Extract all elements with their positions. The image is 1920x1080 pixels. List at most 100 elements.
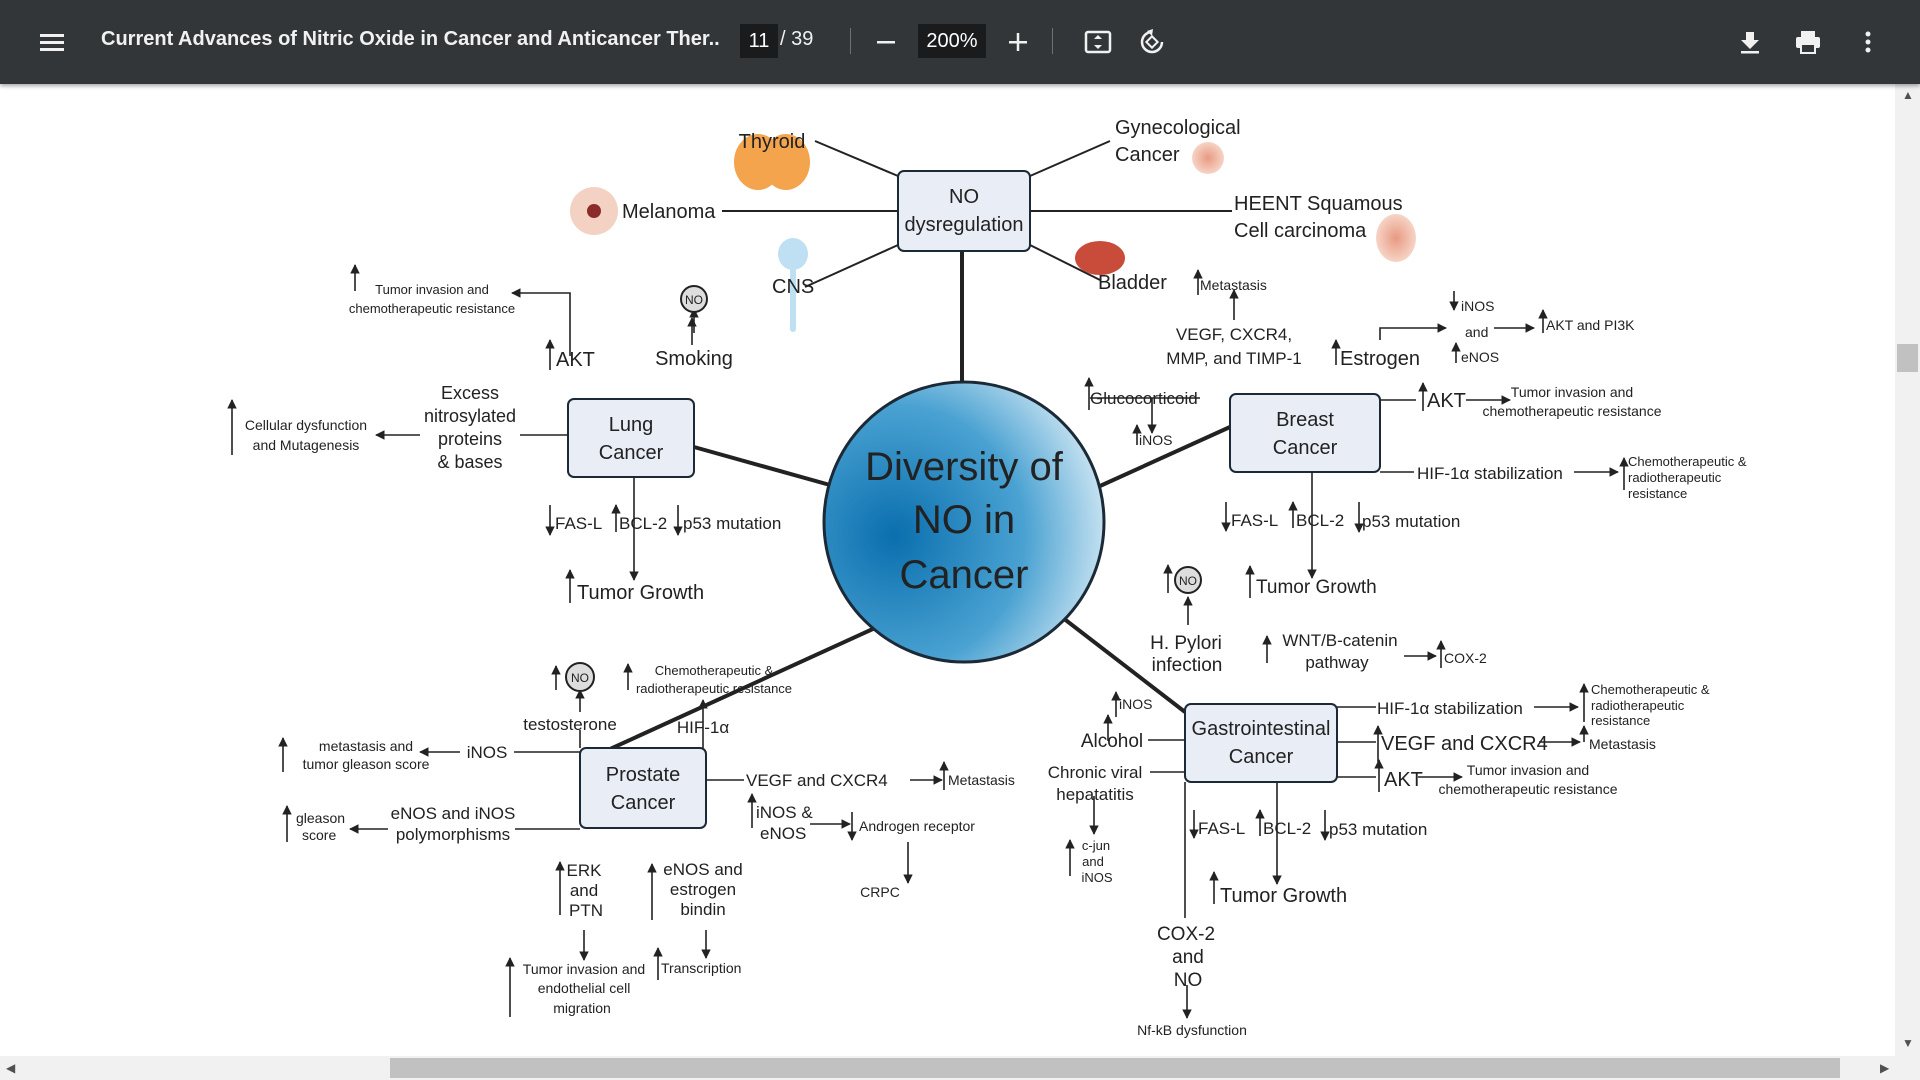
vertical-scroll-thumb[interactable] xyxy=(1897,344,1918,372)
breast-inos-enos: eNOS xyxy=(1461,349,1499,365)
gi-tumor-growth: Tumor Growth xyxy=(1220,885,1347,907)
horizontal-scroll-thumb[interactable] xyxy=(390,1058,1840,1078)
breast-label: Breast xyxy=(1276,409,1334,431)
no-badge-label: NO xyxy=(685,293,703,307)
no-badge xyxy=(680,285,708,313)
prostate-metastasis-gleason: tumor gleason score xyxy=(303,756,430,772)
gi-tumor-invasion: Tumor invasion and xyxy=(1467,762,1589,778)
rotate-button[interactable] xyxy=(1132,22,1172,62)
lung-p53: p53 mutation xyxy=(683,514,781,533)
zoom-in-icon xyxy=(1009,33,1027,51)
scroll-up-arrow-icon[interactable]: ▲ xyxy=(1902,88,1914,102)
lung-cellular: Cellular dysfunction xyxy=(245,417,367,433)
download-icon xyxy=(1741,32,1759,54)
cns-label: CNS xyxy=(772,276,814,298)
zoom-in-button[interactable] xyxy=(998,22,1038,62)
zoom-out-icon xyxy=(877,41,895,44)
no-dysregulation-label: dysregulation xyxy=(905,214,1024,236)
center-title: NO in xyxy=(913,498,1015,542)
spokes xyxy=(585,250,1231,762)
breast-glucocorticoid: Glucocorticoid xyxy=(1090,389,1198,408)
gi-label: Gastrointestinal xyxy=(1192,718,1331,740)
lung-tumor-invasion: Tumor invasion and xyxy=(375,282,489,297)
lung-cellular: and Mutagenesis xyxy=(253,437,360,453)
gyn-label: Cancer xyxy=(1115,144,1180,166)
gi-cox2-no: COX-2 xyxy=(1157,924,1215,945)
prostate-metastasis: Metastasis xyxy=(948,772,1015,788)
menu-icon xyxy=(40,34,64,51)
gi-cox2-no: and xyxy=(1172,947,1204,968)
menu-button[interactable] xyxy=(32,22,72,62)
gi-alcohol: Alcohol xyxy=(1081,731,1143,752)
gi-hpylori: H. Pylori xyxy=(1150,633,1222,654)
download-button[interactable] xyxy=(1730,22,1770,62)
lung-akt: AKT xyxy=(556,349,595,371)
thyroid-label: Thyroid xyxy=(739,131,806,153)
no-badge-label: NO xyxy=(571,671,589,685)
gi-fasl: FAS-L xyxy=(1198,819,1245,838)
prostate-enos-inos: eNOS and iNOS xyxy=(391,804,516,823)
gi-metastasis: Metastasis xyxy=(1589,736,1656,752)
gi-chronic: hepatatitis xyxy=(1056,785,1134,804)
gi-cjun: iNOS xyxy=(1081,870,1112,885)
gyn-label: Gynecological xyxy=(1115,117,1241,139)
gi-cjun: c-jun xyxy=(1082,838,1110,853)
breast-tumor-invasion: Tumor invasion and xyxy=(1511,384,1633,400)
prostate-label: Cancer xyxy=(611,792,676,814)
prostate-chemo: radiotherapeutic resistance xyxy=(636,681,792,696)
no-dysregulation-box xyxy=(897,170,1031,252)
lung-tumor-growth: Tumor Growth xyxy=(577,582,704,604)
breast-akt-pi3k: AKT and PI3K xyxy=(1546,317,1635,333)
breast-metastasis: Metastasis xyxy=(1200,277,1267,293)
breast-inos-enos: iNOS xyxy=(1461,298,1494,314)
gi-hpylori: infection xyxy=(1152,655,1223,676)
gi-wnt: WNT/B-catenin xyxy=(1282,631,1397,650)
lung-smoking: Smoking xyxy=(655,348,733,370)
prostate-inos-enos: iNOS & xyxy=(756,803,813,822)
no-badge xyxy=(1174,566,1202,594)
gi-hif: HIF-1α stabilization xyxy=(1377,699,1523,718)
gi-nfkb: Nf-kB dysfunction xyxy=(1137,1022,1247,1038)
print-icon xyxy=(1796,31,1820,54)
scroll-down-arrow-icon[interactable]: ▼ xyxy=(1902,1036,1914,1050)
lung-excess: nitrosylated xyxy=(424,406,516,426)
prostate-crpc: CRPC xyxy=(860,884,900,900)
gi-chronic: Chronic viral xyxy=(1048,763,1142,782)
figure-diversity-of-no: Diversity of NO in Cancer NO dysregulati… xyxy=(227,117,1747,1038)
lung-excess: Excess xyxy=(441,383,499,403)
bladder-label: Bladder xyxy=(1098,272,1167,294)
center-node xyxy=(822,380,1106,664)
prostate-enos-inos: polymorphisms xyxy=(396,825,510,844)
vertical-scrollbar[interactable] xyxy=(1895,84,1920,1056)
gi-cox2: COX-2 xyxy=(1444,650,1487,666)
breast-tumor-growth: Tumor Growth xyxy=(1256,577,1377,598)
prostate-gleason: gleason xyxy=(296,810,345,826)
no-badge-label: NO xyxy=(1179,574,1197,588)
zoom-level-input[interactable]: 200% xyxy=(918,24,986,58)
lung-tumor-invasion: chemotherapeutic resistance xyxy=(349,301,515,316)
page-number-input[interactable]: 11 xyxy=(740,24,778,58)
scroll-left-arrow-icon[interactable]: ◀ xyxy=(6,1061,16,1075)
breast-vegf: MMP, and TIMP-1 xyxy=(1166,349,1301,368)
fit-page-button[interactable] xyxy=(1078,22,1118,62)
zoom-out-button[interactable] xyxy=(866,22,906,62)
more-icon xyxy=(1865,31,1871,53)
bladder-icon xyxy=(1075,241,1125,275)
prostate-tumor-invasion: Tumor invasion and xyxy=(523,961,645,977)
gi-tumor-invasion: chemotherapeutic resistance xyxy=(1439,781,1618,797)
lung-bcl2: BCL-2 xyxy=(619,514,667,533)
breast-inos-enos: and xyxy=(1465,324,1488,340)
gi-bcl2: BCL-2 xyxy=(1263,819,1311,838)
page-total: / 39 xyxy=(780,28,814,50)
scroll-right-arrow-icon[interactable]: ▶ xyxy=(1880,1061,1890,1075)
toolbar-divider xyxy=(1052,28,1053,54)
gi-chemo: Chemotherapeutic & xyxy=(1591,682,1710,697)
prostate-transcription: Transcription xyxy=(661,960,741,976)
lung-excess: proteins xyxy=(438,429,502,449)
fit-page-icon xyxy=(1084,30,1112,54)
print-button[interactable] xyxy=(1788,22,1828,62)
lung-label: Cancer xyxy=(599,442,664,464)
pdf-toolbar: Current Advances of Nitric Oxide in Canc… xyxy=(0,0,1920,84)
pdf-page-viewport[interactable]: Diversity of NO in Cancer NO dysregulati… xyxy=(0,84,1895,1056)
more-actions-button[interactable] xyxy=(1848,22,1888,62)
